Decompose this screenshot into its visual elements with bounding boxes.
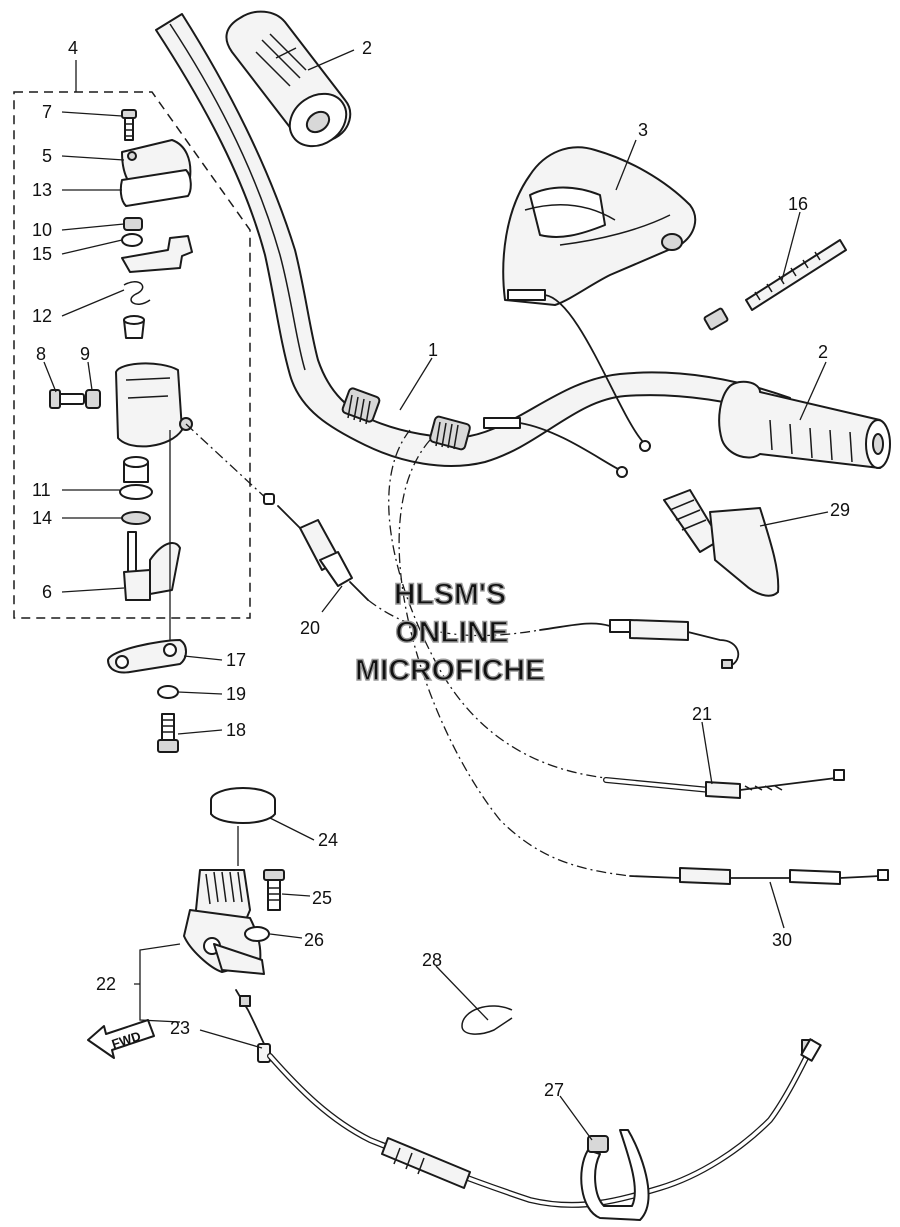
callout-7: 7 bbox=[42, 102, 52, 122]
brake-cable-23[interactable] bbox=[235, 989, 822, 1208]
bolt-18[interactable] bbox=[157, 713, 179, 753]
lever-bracket bbox=[121, 235, 193, 273]
fwd-arrow: FWD bbox=[87, 1019, 155, 1059]
screw-7[interactable] bbox=[121, 109, 137, 141]
callout-27: 27 bbox=[544, 1080, 564, 1100]
callout-11: 11 bbox=[32, 480, 51, 500]
bolt-8[interactable] bbox=[49, 389, 85, 409]
handlebar-knurl-right bbox=[429, 415, 471, 451]
callout-22: 22 bbox=[96, 974, 116, 994]
washer-14[interactable] bbox=[121, 511, 151, 525]
boot[interactable] bbox=[663, 489, 780, 597]
washer-11[interactable] bbox=[119, 484, 153, 500]
callout-25: 25 bbox=[312, 888, 332, 908]
lever-6[interactable] bbox=[123, 531, 181, 601]
ring-24[interactable] bbox=[210, 787, 276, 824]
callout-4: 4 bbox=[68, 38, 78, 58]
brake-cables-upper bbox=[483, 289, 651, 478]
washer-19[interactable] bbox=[157, 685, 179, 699]
bushing bbox=[123, 315, 145, 339]
throttle-assembly-group-box bbox=[13, 91, 251, 619]
clip-28[interactable] bbox=[461, 1005, 513, 1035]
callout-9: 9 bbox=[80, 344, 90, 364]
callout-29: 29 bbox=[830, 500, 850, 520]
watermark-line-3: MICROFICHE bbox=[355, 654, 545, 687]
callout-5: 5 bbox=[42, 146, 52, 166]
callout-6: 6 bbox=[42, 582, 52, 602]
cable-band-27[interactable] bbox=[580, 1129, 650, 1221]
callout-14: 14 bbox=[32, 508, 52, 528]
callout-28: 28 bbox=[422, 950, 442, 970]
grip-right[interactable] bbox=[718, 380, 891, 469]
cable-30[interactable] bbox=[398, 439, 889, 885]
callout-numbers: 2 3 4 7 5 13 10 15 12 8 9 11 14 6 17 19 … bbox=[32, 38, 850, 1100]
watermark-line-1: HLSM'S bbox=[394, 578, 506, 611]
callout-24: 24 bbox=[318, 830, 338, 850]
callout-1: 1 bbox=[428, 340, 438, 360]
grip-left[interactable] bbox=[225, 10, 356, 157]
cable-tie[interactable] bbox=[703, 239, 847, 331]
spring-12[interactable] bbox=[123, 281, 151, 305]
screw-25[interactable] bbox=[263, 869, 285, 911]
choke-cable[interactable] bbox=[539, 619, 740, 669]
callout-18: 18 bbox=[226, 720, 246, 740]
callout-26: 26 bbox=[304, 930, 324, 950]
callout-12: 12 bbox=[32, 306, 52, 326]
collar bbox=[123, 456, 149, 483]
nut-9[interactable] bbox=[85, 389, 101, 409]
callout-16: 16 bbox=[788, 194, 808, 214]
handlebar-knurl-left bbox=[341, 387, 381, 425]
callout-21: 21 bbox=[692, 704, 712, 724]
watermark-line-2: ONLINE bbox=[395, 616, 508, 649]
callout-15: 15 bbox=[32, 244, 52, 264]
callout-20: 20 bbox=[300, 618, 320, 638]
washer-26[interactable] bbox=[244, 926, 270, 942]
throttle-housing[interactable] bbox=[115, 362, 193, 448]
callout-30: 30 bbox=[772, 930, 792, 950]
callout-10: 10 bbox=[32, 220, 52, 240]
handlebar[interactable] bbox=[155, 13, 791, 467]
gasket-13[interactable] bbox=[119, 169, 192, 207]
watermark: HLSM'S ONLINE MICROFICHE bbox=[354, 577, 545, 687]
handlebar-pad[interactable] bbox=[502, 146, 697, 306]
nut-10[interactable] bbox=[123, 217, 143, 231]
callout-19: 19 bbox=[226, 684, 246, 704]
callout-2-left: 2 bbox=[362, 38, 372, 58]
holder-17[interactable] bbox=[107, 639, 187, 674]
callout-17: 17 bbox=[226, 650, 246, 670]
washer-15[interactable] bbox=[121, 233, 143, 247]
lever-mount-plate bbox=[213, 943, 265, 975]
callout-3: 3 bbox=[638, 120, 648, 140]
callout-23: 23 bbox=[170, 1018, 190, 1038]
throttle-cable[interactable] bbox=[185, 423, 541, 637]
callout-2-right: 2 bbox=[818, 342, 828, 362]
callout-8: 8 bbox=[36, 344, 46, 364]
leader-lines bbox=[43, 49, 829, 1141]
callout-13: 13 bbox=[32, 180, 52, 200]
clutch-cable-21[interactable] bbox=[388, 429, 845, 799]
